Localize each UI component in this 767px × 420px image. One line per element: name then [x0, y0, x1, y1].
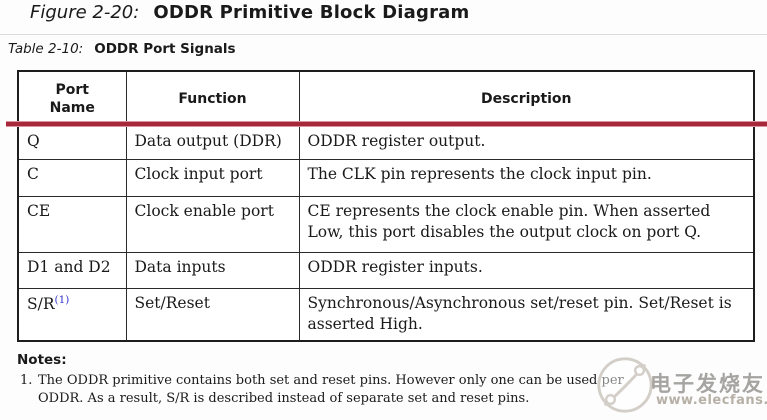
table-header-row: Port Name Function Description: [17, 70, 755, 127]
elecfans-logo-icon: [597, 357, 653, 413]
figure-divider-line: [0, 34, 767, 35]
note-number: 1.: [20, 373, 33, 388]
watermark-url-text: www.elecfans.com: [656, 393, 767, 408]
header-description: Description: [298, 70, 755, 127]
figure-caption-label: Figure 2-20:: [30, 2, 140, 23]
note-item: 1. The ODDR primitive contains both set …: [20, 372, 668, 409]
table-row: D1 and D2 Data inputs ODDR register inpu…: [17, 252, 755, 289]
cell-description: CE represents the clock enable pin. When…: [298, 196, 755, 253]
watermark: 电子发烧友 www.elecfans.com: [592, 350, 767, 420]
table-row: C Clock input port The CLK pin represent…: [17, 159, 755, 197]
note-text: The ODDR primitive contains both set and…: [38, 373, 624, 407]
port-signals-table: Port Name Function Description Q Data ou…: [17, 70, 755, 342]
table-caption: Table 2-10: ODDR Port Signals: [8, 41, 236, 57]
table-header-red-rule: [6, 122, 767, 126]
figure-caption: Figure 2-20: ODDR Primitive Block Diagram: [30, 2, 469, 23]
table-caption-title: ODDR Port Signals: [94, 41, 236, 57]
cell-port: CE: [17, 196, 127, 253]
header-function: Function: [125, 70, 300, 127]
notes-heading: Notes:: [17, 352, 67, 368]
cell-port: Q: [17, 126, 127, 160]
footnote-1-link[interactable]: (1): [54, 294, 70, 306]
port-label: S/R: [27, 295, 55, 313]
cell-description: The CLK pin represents the clock input p…: [298, 159, 755, 197]
figure-caption-title: ODDR Primitive Block Diagram: [153, 2, 470, 23]
cell-port: S/R(1): [17, 288, 127, 342]
cell-description: ODDR register output.: [298, 126, 755, 160]
cell-port: C: [17, 159, 127, 197]
header-port-name: Port Name: [17, 70, 127, 127]
watermark-cjk-text: 电子发烧友: [650, 372, 765, 396]
cell-description: Synchronous/Asynchronous set/reset pin. …: [298, 288, 755, 342]
table-row: Q Data output (DDR) ODDR register output…: [17, 126, 755, 160]
cell-function: Data inputs: [125, 252, 300, 289]
cell-function: Clock enable port: [125, 196, 300, 253]
cell-function: Set/Reset: [125, 288, 300, 342]
cell-port: D1 and D2: [17, 252, 127, 289]
cell-function: Data output (DDR): [125, 126, 300, 160]
cell-description: ODDR register inputs.: [298, 252, 755, 289]
table-row: S/R(1) Set/Reset Synchronous/Asynchronou…: [17, 288, 755, 342]
cell-function: Clock input port: [125, 159, 300, 197]
table-caption-label: Table 2-10:: [8, 41, 84, 57]
table-row: CE Clock enable port CE represents the c…: [17, 196, 755, 253]
